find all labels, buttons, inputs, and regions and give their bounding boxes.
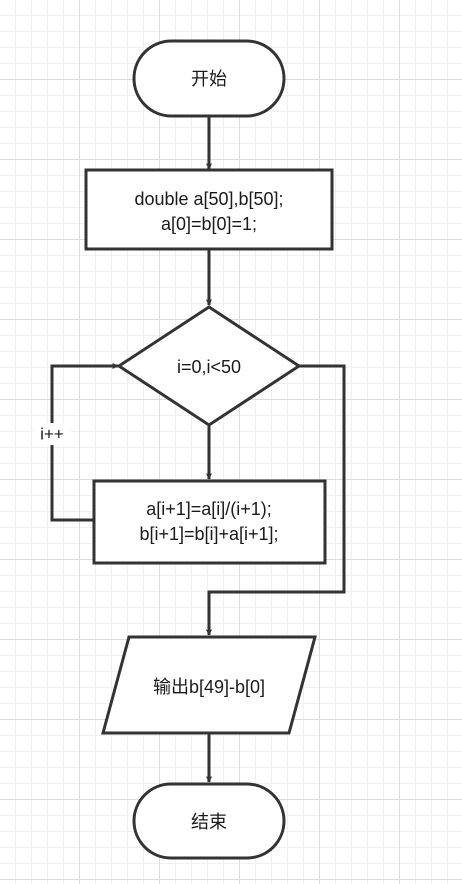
condition-node: i=0,i<50: [116, 305, 302, 427]
body-node: a[i+1]=a[i]/(i+1); b[i+1]=b[i]+a[i+1];: [92, 479, 327, 565]
end-label: 结束: [191, 812, 227, 832]
init-line-2: a[0]=b[0]=1;: [161, 214, 257, 234]
output-node: 输出b[49]-b[0]: [101, 635, 317, 735]
loop-label: i++: [40, 425, 64, 444]
start-terminator-shape: [132, 39, 286, 118]
output-io-shape: [101, 635, 317, 735]
end-terminator-shape: [132, 782, 286, 860]
end-node: 结束: [132, 782, 286, 860]
body-line-2: b[i+1]=b[i]+a[i+1];: [139, 524, 278, 544]
condition-decision-shape: [116, 305, 302, 427]
edge-condition-exit: [206, 364, 346, 636]
loop-label-bg: [33, 423, 71, 445]
init-process-shape: [84, 168, 334, 251]
start-node: 开始: [132, 39, 286, 118]
init-node: double a[50],b[50]; a[0]=b[0]=1;: [84, 168, 334, 251]
condition-label: i=0,i<50: [177, 357, 241, 377]
output-label: 输出b[49]-b[0]: [153, 677, 265, 697]
start-label: 开始: [191, 69, 227, 89]
body-line-1: a[i+1]=a[i]/(i+1);: [146, 499, 272, 519]
body-process-shape: [92, 479, 327, 565]
init-line-1: double a[50],b[50];: [134, 189, 283, 209]
